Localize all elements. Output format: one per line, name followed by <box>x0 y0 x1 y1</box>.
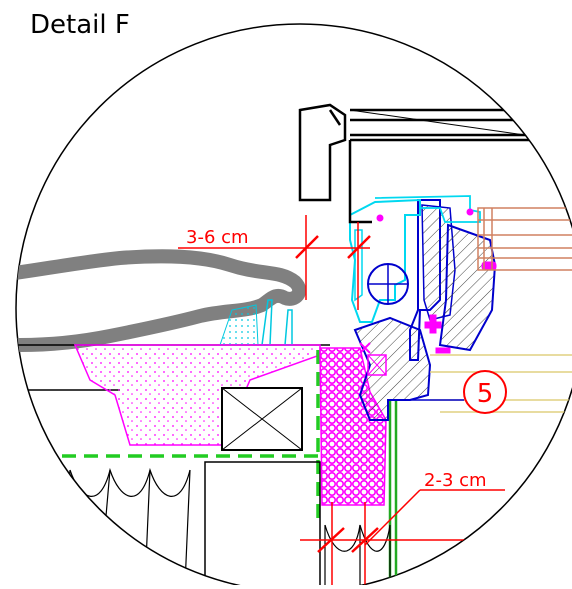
window-frame-hatched <box>353 316 432 421</box>
blind-housing <box>298 103 560 224</box>
aluminium-profile-left <box>354 229 363 302</box>
flashing-strip <box>261 299 293 346</box>
green-lining <box>388 400 398 585</box>
housing-diagonal <box>349 109 561 141</box>
dimension-label-bottom: 2-3 cm <box>424 470 487 491</box>
glazing <box>477 207 572 271</box>
sash-inner-profile <box>438 223 497 352</box>
aluminium-profile-top <box>374 195 481 223</box>
rafter <box>204 461 321 589</box>
detail-title: Detail F <box>30 10 130 40</box>
roof-tile <box>16 249 307 352</box>
frame-cross-block <box>367 354 387 376</box>
detail-circle <box>15 23 572 589</box>
dimension-label-top: 3-6 cm <box>186 227 249 248</box>
callout-circle <box>463 370 507 414</box>
aluminium-profile <box>349 198 421 323</box>
dimension-top <box>178 215 371 310</box>
callout-number: 5 <box>477 379 494 409</box>
